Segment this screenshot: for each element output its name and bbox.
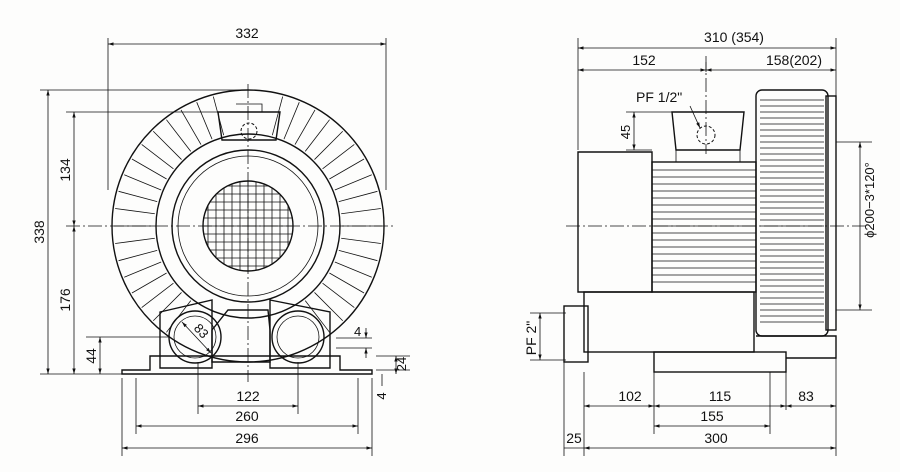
fin bbox=[166, 119, 192, 152]
motor-body bbox=[651, 161, 757, 293]
dim-base-height: 44 bbox=[83, 348, 99, 364]
left-port bbox=[168, 310, 222, 364]
fin bbox=[141, 144, 174, 170]
fin bbox=[304, 119, 330, 152]
right-port bbox=[271, 310, 325, 364]
fin bbox=[115, 237, 155, 244]
fin bbox=[124, 261, 162, 278]
lower-manifold bbox=[583, 291, 755, 353]
dim-overall-width: 332 bbox=[235, 25, 259, 41]
dim-base-a: 102 bbox=[618, 388, 642, 404]
fin bbox=[341, 237, 381, 244]
fin bbox=[334, 261, 372, 278]
cooling-fins bbox=[114, 96, 382, 333]
dim-upper-height: 134 bbox=[57, 158, 73, 182]
right-port-inner bbox=[276, 315, 320, 359]
label-side-port: PF 2" bbox=[523, 321, 539, 356]
dim-port-spacing: 122 bbox=[236, 388, 260, 404]
top-boss-cap bbox=[236, 103, 263, 113]
fin bbox=[341, 208, 381, 215]
base-foot bbox=[121, 355, 373, 375]
fin bbox=[314, 130, 344, 160]
label-flange-spec: ϕ200−3*120° bbox=[862, 162, 877, 238]
front-view: 332 338 134 176 44 83 4 24 4 bbox=[31, 25, 410, 456]
dim-port-diameter: 83 bbox=[191, 321, 212, 342]
dim-base-b: 115 bbox=[709, 388, 732, 404]
fin bbox=[322, 282, 355, 308]
left-port-inner bbox=[173, 315, 217, 359]
dim-overall-length: 310 (354) bbox=[704, 29, 764, 45]
fin bbox=[152, 130, 182, 160]
dim-base-c: 83 bbox=[798, 388, 814, 404]
fin bbox=[329, 158, 365, 180]
dim-base-mid: 155 bbox=[700, 408, 724, 424]
fin bbox=[271, 96, 284, 136]
dim-base-length: 300 bbox=[704, 430, 728, 446]
fin bbox=[329, 272, 365, 294]
dim-small-4b: 4 bbox=[374, 392, 389, 399]
fin bbox=[338, 249, 378, 262]
base-plate bbox=[653, 351, 787, 373]
dim-base-offset: 25 bbox=[566, 430, 582, 446]
side-outlet-port bbox=[563, 305, 589, 363]
blower-housing bbox=[755, 89, 829, 337]
fin bbox=[118, 190, 158, 203]
side-view: 310 (354) 152 158(202) PF 1/2" 45 ϕ200−3… bbox=[523, 29, 877, 456]
fin bbox=[338, 190, 378, 203]
terminal-box bbox=[671, 111, 745, 151]
fin bbox=[304, 300, 330, 333]
left-port-body bbox=[159, 299, 213, 369]
dim-lower-height: 176 bbox=[57, 288, 73, 312]
dim-blower-part: 158(202) bbox=[766, 52, 822, 68]
fin bbox=[180, 109, 202, 145]
fin bbox=[131, 158, 167, 180]
fin bbox=[118, 249, 158, 262]
motor-end-cap bbox=[577, 151, 653, 293]
dim-motor-part: 152 bbox=[632, 52, 656, 68]
fin bbox=[283, 102, 300, 140]
label-top-port: PF 1/2" bbox=[636, 89, 682, 105]
fin bbox=[334, 174, 372, 191]
housing-base bbox=[756, 335, 837, 359]
fin bbox=[294, 109, 316, 145]
fin bbox=[124, 174, 162, 191]
dim-top-port-height: 45 bbox=[618, 125, 633, 139]
dim-foot-inner: 260 bbox=[235, 408, 259, 424]
dim-overall-height: 338 bbox=[31, 220, 47, 244]
top-port-hole bbox=[240, 122, 258, 140]
dim-small-4a: 4 bbox=[354, 324, 361, 339]
dim-foot-thickness: 24 bbox=[394, 357, 409, 371]
fin bbox=[152, 292, 182, 322]
fin bbox=[115, 208, 155, 215]
housing-flange bbox=[825, 95, 837, 331]
fin bbox=[314, 292, 344, 322]
center-web bbox=[211, 309, 271, 363]
dim-foot-outer: 296 bbox=[235, 430, 259, 446]
housing-fins bbox=[760, 99, 824, 323]
fin bbox=[131, 272, 167, 294]
fin bbox=[196, 102, 213, 140]
fin bbox=[322, 144, 355, 170]
fin bbox=[141, 282, 174, 308]
